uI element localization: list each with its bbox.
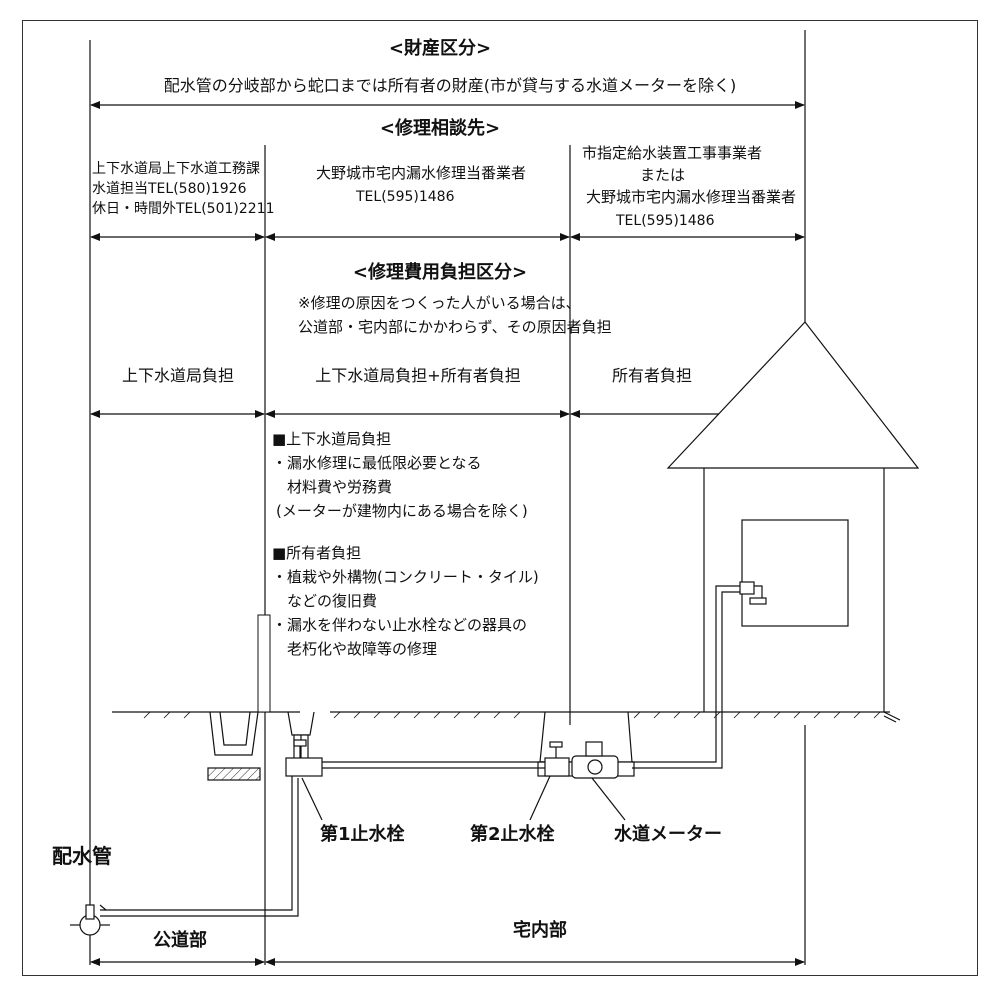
private-area-label: 宅内部: [513, 920, 567, 941]
meter-leader: [591, 777, 626, 821]
meter-symbol: [571, 741, 619, 779]
valve1-symbol: [285, 739, 323, 777]
main-pipe-icon: [70, 904, 110, 936]
owner-item-3: ・漏水を伴わない止水栓などの器具の: [272, 616, 528, 634]
contact-left-line-2: 水道担当TEL(580)1926: [92, 181, 247, 197]
valve2-symbol: [544, 741, 570, 777]
contact-right-line-3: 大野城市宅内漏水修理当番業者: [586, 188, 797, 206]
house-roof: [666, 321, 920, 469]
contact-left-line-1: 上下水道局上下水道工務課: [92, 161, 260, 177]
faucet-icon: [739, 581, 767, 605]
contact-right-line-2: または: [640, 166, 686, 184]
contact-middle-line-2: TEL(595)1486: [356, 189, 455, 205]
owner-item-4: 老朽化や故障等の修理: [272, 640, 438, 658]
owner-item-2: などの復旧費: [272, 592, 378, 610]
ownership-heading: <財産区分>: [388, 38, 492, 59]
contact-right-line-4: TEL(595)1486: [616, 213, 715, 229]
cost-note-line-1: ※修理の原因をつくった人がいる場合は、: [298, 294, 581, 312]
main-pipe-label: 配水管: [52, 844, 112, 868]
valve1-box: [287, 711, 315, 762]
contact-right-line-1: 市指定給水装置工事事業者: [582, 144, 763, 162]
bureau-item-2: 材料費や労務費: [272, 478, 393, 496]
bureau-item-1: ・漏水修理に最低限必要となる: [272, 454, 482, 472]
service-pipe: [100, 585, 740, 917]
valve2-label: 第2止水栓: [470, 824, 555, 845]
boundary-post: [257, 614, 271, 713]
cost-column-left: 上下水道局負担: [121, 366, 234, 385]
owner-heading: ■所有者負担: [272, 544, 362, 562]
cost-note-line-2: 公道部・宅内部にかかわらず、その原因者負担: [298, 318, 612, 336]
valve2-leader: [529, 775, 551, 821]
ownership-text: 配水管の分岐部から蛇口までは所有者の財産(市が貸与する水道メーターを除く): [163, 76, 737, 95]
cost-column-right: 所有者負担: [611, 366, 692, 385]
valve1-leader: [301, 777, 323, 821]
bureau-item-3: (メーターが建物内にある場合を除く): [276, 502, 528, 520]
cost-column-middle: 上下水道局負担+所有者負担: [315, 366, 521, 385]
diagram-frame: [22, 20, 978, 976]
cost-split-heading: <修理費用負担区分>: [352, 262, 528, 283]
house: [666, 321, 920, 712]
owner-item-1: ・植栽や外構物(コンクリート・タイル): [272, 568, 539, 586]
ground: [112, 711, 901, 723]
meter-label: 水道メーター: [614, 824, 722, 845]
repair-contact-heading: <修理相談先>: [379, 118, 501, 139]
public-area-label: 公道部: [153, 930, 207, 951]
bureau-heading: ■上下水道局負担: [272, 430, 392, 448]
contact-middle-line-1: 大野城市宅内漏水修理当番業者: [316, 164, 527, 182]
contact-left-line-3: 休日・時間外TEL(501)2211: [92, 201, 275, 217]
house-window: [741, 519, 849, 627]
valve1-label: 第1止水栓: [320, 824, 405, 845]
road-gutter: [207, 711, 261, 781]
